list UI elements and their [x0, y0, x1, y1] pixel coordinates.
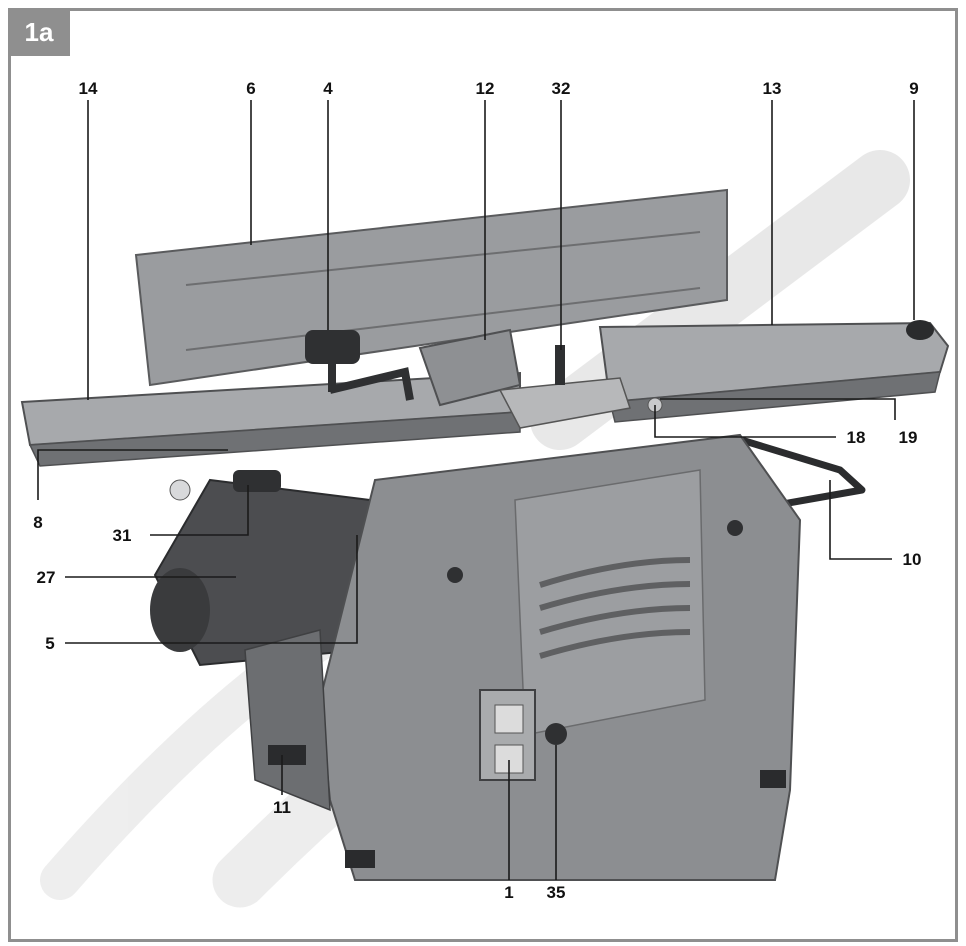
callout-8: 8	[33, 513, 42, 532]
on-off-switch	[479, 689, 536, 781]
figure-frame	[8, 8, 958, 942]
callout-14: 14	[79, 79, 98, 98]
callout-31: 31	[113, 526, 132, 545]
callout-1: 1	[504, 883, 513, 902]
callout-5: 5	[45, 634, 54, 653]
leader-lines	[37, 100, 915, 880]
callout-35: 35	[547, 883, 566, 902]
callout-labels: 14 6 4 12 32 13 9 8 18 19 31 10 27 5 11 …	[33, 79, 921, 902]
transport-handle	[733, 434, 866, 512]
callout-19: 19	[899, 428, 918, 447]
support-legs	[244, 629, 786, 868]
callout-12: 12	[476, 79, 495, 98]
callout-13: 13	[763, 79, 782, 98]
fence	[134, 188, 728, 387]
figure-label: 1a	[8, 8, 70, 56]
reset-button	[545, 723, 567, 745]
fence-knob	[305, 330, 414, 401]
table-knob	[906, 320, 934, 340]
callout-9: 9	[909, 79, 918, 98]
chip-hood	[150, 478, 372, 667]
callout-11: 11	[273, 798, 291, 817]
callout-6: 6	[246, 79, 255, 98]
callout-27: 27	[37, 568, 56, 587]
callout-18: 18	[847, 428, 866, 447]
fence-clamp	[233, 470, 281, 492]
machine-housing	[318, 433, 802, 881]
callout-10: 10	[903, 550, 922, 569]
callout-4: 4	[323, 79, 333, 98]
callout-32: 32	[552, 79, 571, 98]
blade-guard	[418, 328, 631, 429]
height-crank	[268, 745, 306, 765]
